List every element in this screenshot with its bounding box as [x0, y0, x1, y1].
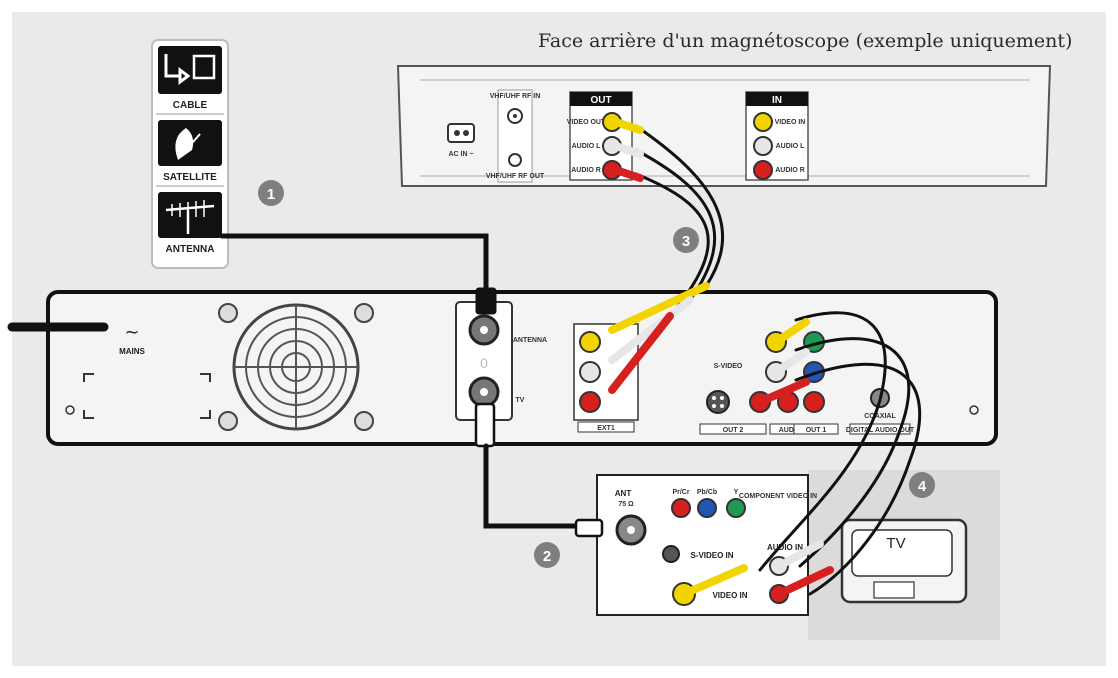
step-4-number: 4: [918, 478, 927, 495]
vcr-ac-in-socket: [447, 123, 475, 143]
tv-unit: TV: [808, 470, 1000, 640]
tv-component-in-label: COMPONENT VIDEO IN: [739, 493, 817, 500]
tv-video-plug: [680, 564, 748, 598]
step-3-marker: [673, 227, 699, 253]
antenna-icon: [158, 192, 222, 238]
vcr-in-video-label: VIDEO IN: [775, 119, 806, 126]
vcr-rf-out-jack: [508, 153, 522, 167]
antenna-cable: [219, 233, 489, 303]
recorder-audio-label: AUDIO: [779, 427, 802, 434]
rf-cable-to-tv: [483, 443, 581, 529]
vcr-audio-in-r-jack: [753, 160, 773, 180]
vcr-out-audio-l-label: AUDIO L: [572, 143, 602, 150]
tv-svideo-in-label: S-VIDEO IN: [690, 551, 733, 560]
step-2-marker: [534, 542, 560, 568]
step-1-marker: [258, 180, 284, 206]
recorder-tv-label: TV: [516, 397, 525, 404]
tv-component-y-jack: [726, 498, 746, 518]
recorder-svideo-jack: [706, 390, 730, 414]
svg-text:0: 0: [480, 355, 488, 371]
recorder-antenna-label: ANTENNA: [513, 337, 547, 344]
vcr-out-header: OUT: [590, 95, 611, 106]
tv-component-pb-jack: [697, 498, 717, 518]
tv-ant-ohm-label: 75 Ω: [618, 501, 634, 508]
vcr-video-in-jack: [753, 112, 773, 132]
tv-pb-label: Pb/Cb: [697, 489, 717, 496]
vcr-audio-in-l-jack: [753, 136, 773, 156]
vcr-out-audio-r-label: AUDIO R: [571, 167, 601, 174]
vcr-title: Face arrière d'un magnétoscope (exemple …: [538, 30, 1073, 52]
vcr-out-video-label: VIDEO OUT: [567, 119, 606, 126]
recorder-ext-audio-l-jack: [579, 361, 601, 383]
cable-plug-icon: [164, 54, 191, 85]
recorder-ext-audio-r-jack: [579, 391, 601, 413]
cable-icon: [158, 46, 222, 94]
step-3-number: 3: [682, 233, 690, 250]
mains-symbol-icon: ~: [124, 322, 139, 343]
recorder-ext-video-jack: [579, 331, 601, 353]
antenna-label: ANTENNA: [166, 244, 215, 255]
step-markers: 1 2 3 4: [258, 180, 935, 568]
source-icons: CABLE SATELLITE ANTENNA: [151, 39, 229, 269]
recorder-coaxial-label: COAXIAL: [864, 413, 896, 420]
tv-input-panel: ANT 75 Ω Pr/Cr Pb/Cb Y COMPONENT VIDEO I…: [596, 474, 817, 616]
tv-ant-label: ANT: [615, 489, 632, 498]
recorder-out2-label: OUT 2: [723, 427, 744, 434]
cable-label: CABLE: [173, 100, 208, 111]
vcr-in-audio-r-label: AUDIO R: [775, 167, 805, 174]
step-2-number: 2: [543, 548, 551, 565]
vcr-ac-in-label: AC IN ~: [448, 151, 473, 158]
recorder-unit: ~ MAINS 0 ANTENNA TV: [7, 290, 998, 446]
tv-component-pr-jack: [671, 498, 691, 518]
tv-label: TV: [886, 535, 905, 552]
tv-video-in-label: VIDEO IN: [712, 591, 747, 600]
satellite-label: SATELLITE: [163, 172, 217, 183]
recorder-component-pr-jack: [803, 391, 825, 413]
tv-pr-label: Pr/Cr: [672, 489, 689, 496]
vcr-in-audio-l-label: AUDIO L: [776, 143, 806, 150]
vcr-in-header: IN: [772, 95, 782, 106]
cables: [219, 118, 922, 598]
tv-y-label: Y: [734, 489, 739, 496]
vcr-rf-in-label: VHF/UHF RF IN: [490, 93, 541, 100]
vcr-rf-out-label: VHF/UHF RF OUT: [486, 173, 545, 180]
recorder-digital-audio-out-label: DIGITAL AUDIO OUT: [846, 427, 915, 434]
recorder-svideo-label: S-VIDEO: [714, 363, 743, 370]
scart-video-plug: [608, 282, 710, 334]
fan-grille-icon: [218, 303, 374, 431]
tv-audio-in-label: AUDIO IN: [767, 543, 803, 552]
recorder-ext-label: EXT1: [597, 425, 615, 432]
step-1-number: 1: [267, 186, 275, 203]
tv-svideo-in-jack: [662, 545, 680, 563]
recorder-out1-label: OUT 1: [806, 427, 827, 434]
mains-label: MAINS: [119, 347, 145, 356]
vcr-unit: AC IN ~ VHF/UHF RF IN VHF/UHF RF OUT OUT…: [396, 65, 1052, 187]
step-4-marker: [909, 472, 935, 498]
